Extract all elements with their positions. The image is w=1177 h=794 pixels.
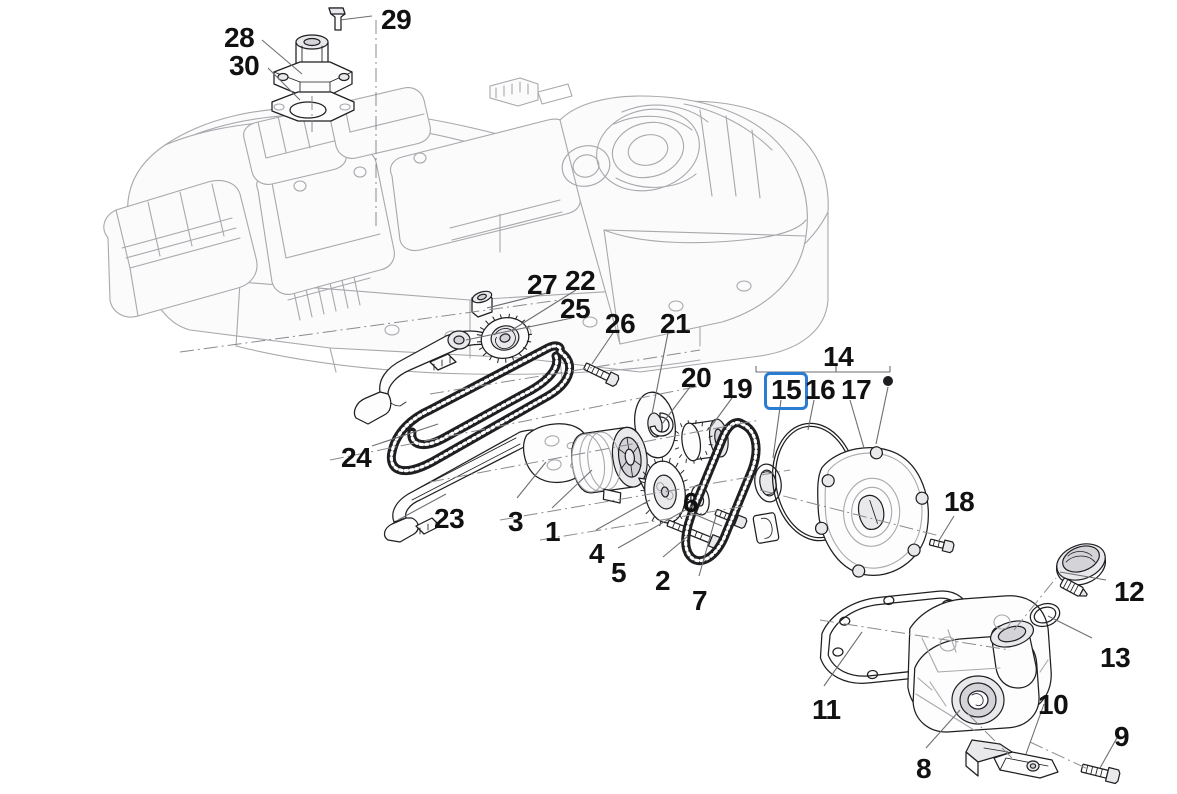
callout-22[interactable]: 22 [565,265,596,296]
callout-2[interactable]: 2 [655,565,671,596]
callout-17[interactable]: 17 [841,374,872,405]
callout-1[interactable]: 1 [545,516,561,547]
callout-20[interactable]: 20 [681,362,712,393]
screw-9 [1080,763,1121,785]
callout-endpoint-dot [883,376,893,386]
callout-9[interactable]: 9 [1114,721,1130,752]
callout-6[interactable]: 6 [683,487,699,518]
callout-13[interactable]: 13 [1100,642,1131,673]
callout-23[interactable]: 23 [434,503,465,534]
callout-21[interactable]: 21 [660,308,691,339]
callout-27[interactable]: 27 [527,269,558,300]
leader-lines [261,15,1119,769]
callout-28[interactable]: 28 [224,22,255,53]
callout-16[interactable]: 16 [805,374,836,405]
callout-11[interactable]: 11 [812,694,841,725]
callout-18[interactable]: 18 [944,486,975,517]
oil-pan-8 [907,595,1052,733]
bracket-10 [965,739,1059,779]
callout-3[interactable]: 3 [508,506,524,537]
callout-14[interactable]: 14 [823,341,854,372]
callout-10[interactable]: 10 [1038,689,1069,720]
cover-assembly [752,422,955,578]
callout-5[interactable]: 5 [611,557,627,588]
callout-19[interactable]: 19 [722,373,753,404]
callout-12[interactable]: 12 [1114,576,1145,607]
callout-7[interactable]: 7 [692,585,708,616]
engine-block-outline [103,77,829,379]
callout-25[interactable]: 25 [560,293,591,324]
dipstick-12 [1029,543,1106,628]
callout-24[interactable]: 24 [341,442,372,473]
oil-pump-chain [681,418,761,565]
callout-15[interactable]: 15 [764,372,809,410]
callout-29[interactable]: 29 [381,4,412,35]
callout-4[interactable]: 4 [589,538,605,569]
callout-26[interactable]: 26 [605,308,636,339]
callout-30[interactable]: 30 [229,50,260,81]
centrelines [179,96,1091,771]
callout-8[interactable]: 8 [916,753,932,784]
